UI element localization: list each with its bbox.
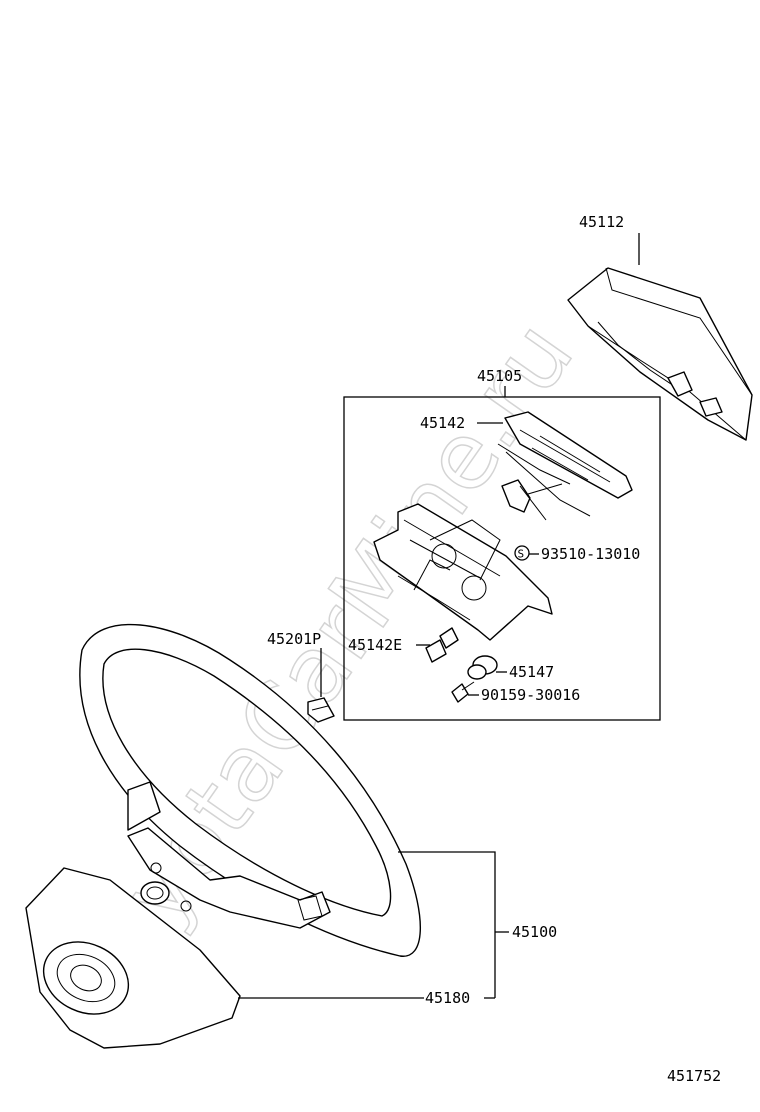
part-45112-airbag-cover: [567, 267, 753, 441]
part-airbag-housing: [373, 503, 553, 641]
label-45105: 45105: [477, 367, 522, 385]
part-45180-lower-cover: [25, 867, 241, 1049]
part-45201P-nut: [307, 697, 335, 723]
label-45142E: 45142E: [348, 636, 402, 654]
label-45112: 45112: [579, 213, 624, 231]
part-45147-bushing: [467, 655, 498, 680]
label-93510-13010: 93510-13010: [541, 545, 640, 563]
diagram-code: 451752: [667, 1067, 721, 1085]
label-45180: 45180: [425, 989, 470, 1007]
assembly-45105-frame: [343, 396, 661, 721]
label-45201P: 45201P: [267, 630, 321, 648]
part-90159-screw: [451, 681, 475, 703]
part-45100-steering-wheel: [79, 623, 421, 957]
part-45142-horn-plate: [497, 411, 633, 521]
bracket-45100: [398, 851, 496, 998]
label-45100: 45100: [512, 923, 557, 941]
label-45142: 45142: [420, 414, 465, 432]
part-45142E-bolt: [425, 627, 459, 663]
label-90159-30016: 90159-30016: [481, 686, 580, 704]
label-45147: 45147: [509, 663, 554, 681]
s-symbol: S: [518, 548, 525, 561]
s-symbol-circle: [514, 545, 530, 561]
